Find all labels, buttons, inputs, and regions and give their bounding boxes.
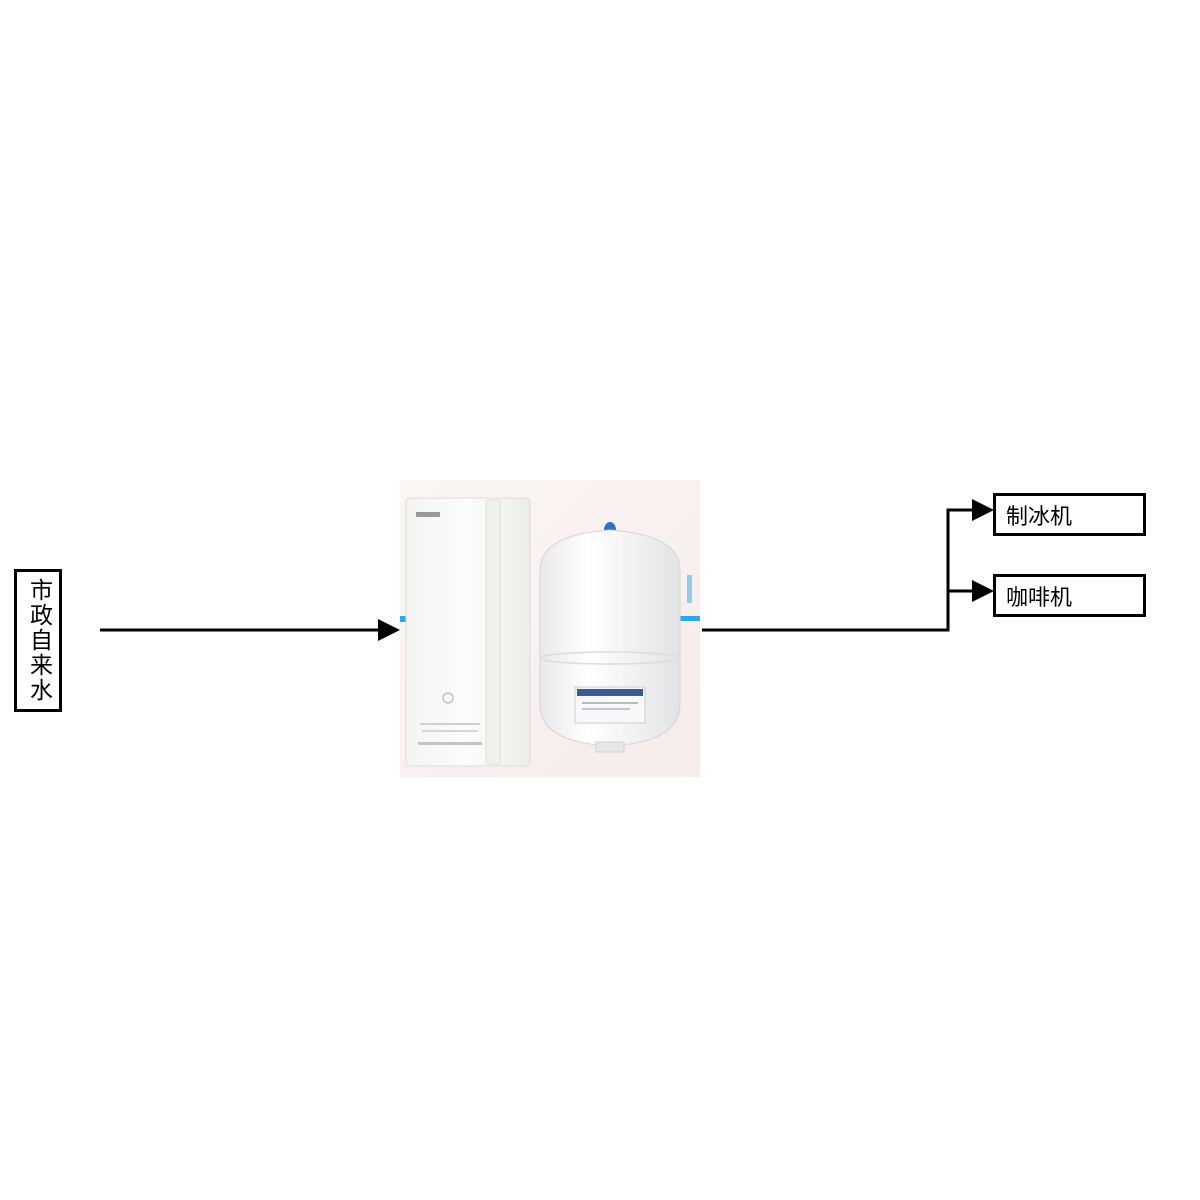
inlet-pipe-icon <box>400 616 410 622</box>
ice-maker-label: 制冰机 <box>1006 504 1073 530</box>
drop-logo-icon <box>442 692 454 704</box>
source-to-purifier-arrowhead <box>378 619 400 641</box>
source-label: 市政自来水 <box>25 578 52 703</box>
coffee-machine-label: 咖啡机 <box>1006 585 1073 611</box>
ro-unit-body <box>405 497 531 767</box>
output-coffee-machine-box: 咖啡机 <box>993 574 1146 617</box>
outlet-pipe-icon <box>678 616 700 621</box>
purifier-to-ice-maker-line <box>702 508 975 632</box>
coffee-machine-arrowhead <box>972 580 994 602</box>
purifier-image <box>400 480 700 777</box>
ice-maker-arrowhead <box>972 499 994 521</box>
source-municipal-water-box: 市政自来水 <box>14 569 62 712</box>
output-ice-maker-box: 制冰机 <box>993 493 1146 536</box>
